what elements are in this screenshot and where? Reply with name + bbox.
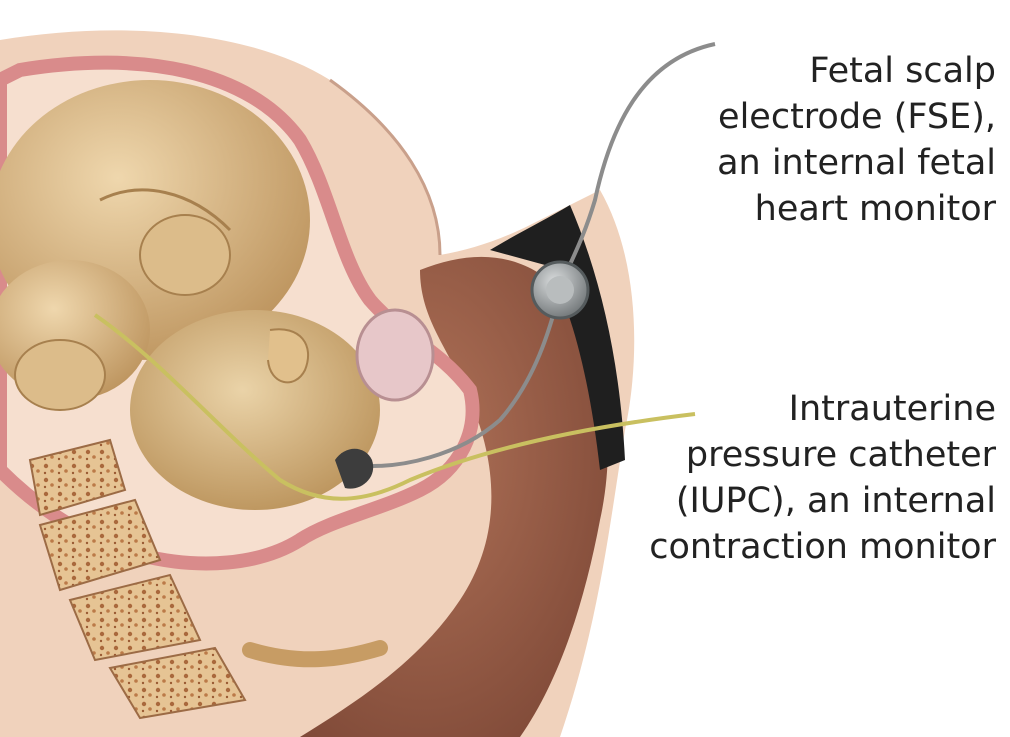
fse-label: Fetal scalp electrode (FSE), an internal… xyxy=(717,48,996,232)
fse-label-line: electrode (FSE), xyxy=(717,94,996,140)
fse-label-line: an internal fetal xyxy=(717,140,996,186)
iupc-label-line: contraction monitor xyxy=(649,524,996,570)
iupc-label: Intrauterine pressure catheter (IUPC), a… xyxy=(649,386,996,570)
pubic-bone xyxy=(357,310,433,400)
iupc-label-line: pressure catheter xyxy=(649,432,996,478)
iupc-label-line: Intrauterine xyxy=(649,386,996,432)
fse-label-line: heart monitor xyxy=(717,186,996,232)
fse-label-line: Fetal scalp xyxy=(717,48,996,94)
iupc-label-line: (IUPC), an internal xyxy=(649,478,996,524)
